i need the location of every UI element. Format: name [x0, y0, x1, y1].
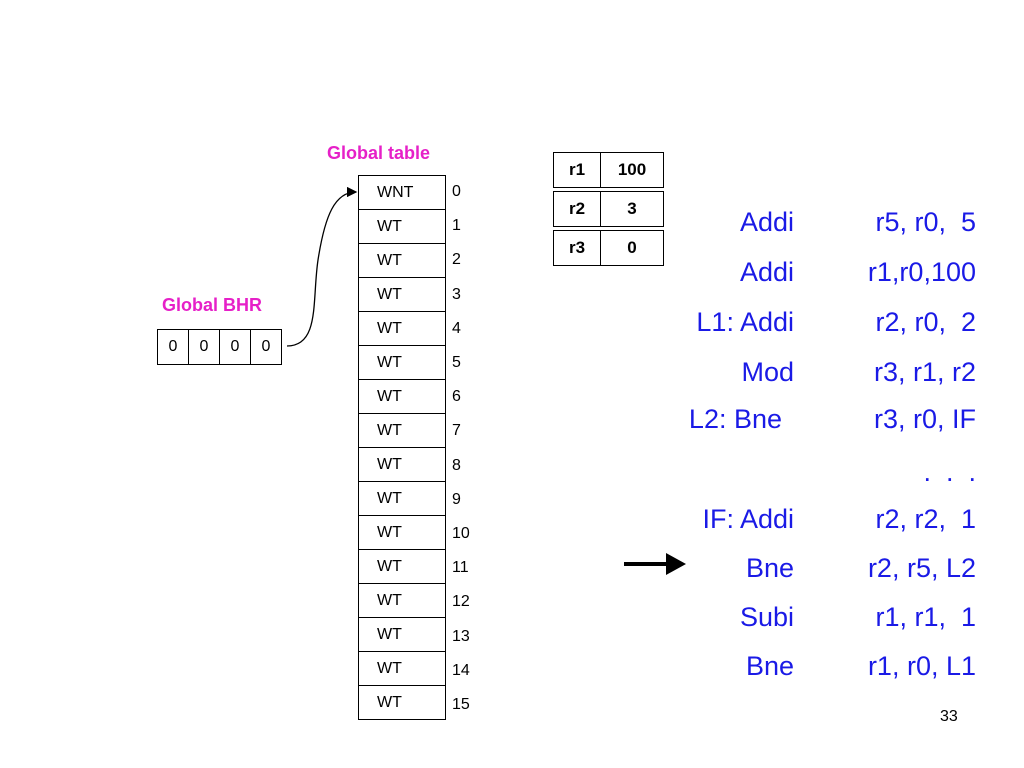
global-table-index: 1 — [452, 217, 461, 235]
register-value: 100 — [600, 152, 664, 188]
global-table-index: 8 — [452, 456, 461, 474]
global-bhr-title: Global BHR — [162, 295, 263, 315]
code-label-op: Subi — [739, 602, 794, 632]
global-table-index: 7 — [452, 422, 461, 440]
global-table-entry: WT — [359, 244, 445, 278]
current-instruction-arrow-icon — [624, 553, 686, 575]
global-table-entry: WT — [359, 516, 445, 550]
code-label-op: Bne — [745, 651, 794, 681]
global-table-entry: WT — [359, 448, 445, 482]
register-name: r3 — [553, 230, 601, 266]
global-table-index: 0 — [452, 183, 461, 200]
global-table-entry: WT — [359, 584, 445, 618]
global-table-entry: WT — [359, 346, 445, 380]
bhr-bit: 0 — [189, 330, 220, 364]
global-table-index: 5 — [452, 354, 461, 371]
code-operands: r5, r0, 5 — [875, 207, 976, 237]
code-label-op: Mod — [741, 357, 794, 387]
bhr-bit: 0 — [261, 338, 271, 355]
global-table-entry: WT — [359, 686, 445, 720]
global-table-index: 12 — [452, 593, 470, 611]
code-label-op: L1: Addi — [696, 307, 794, 337]
code-label-op: Bne — [745, 553, 794, 583]
code-operands: . . . — [923, 457, 976, 487]
global-table-entry: WT — [359, 278, 445, 312]
global-table-index: 4 — [452, 319, 461, 337]
global-table-title: Global table — [327, 143, 431, 163]
global-table-entry: WT — [359, 312, 445, 346]
global-table-index: 14 — [452, 661, 470, 679]
global-table-index: 3 — [452, 285, 461, 303]
global-table-entry: WNT — [359, 176, 445, 210]
global-table-index: 9 — [452, 490, 461, 508]
global-table-entry: WT — [359, 414, 445, 448]
page-number: 33 — [940, 708, 958, 725]
code-operands: r2, r0, 2 — [875, 307, 976, 337]
global-table-entry: WT — [359, 652, 445, 686]
global-table-index: 6 — [452, 388, 461, 406]
code-operands: r1, r0, L1 — [867, 651, 976, 681]
code-label-op: L2: Bne — [688, 404, 782, 434]
code-label-op: IF: Addi — [702, 504, 794, 534]
code-operands: r3, r1, r2 — [873, 357, 976, 387]
register-value: 3 — [600, 191, 664, 227]
global-table-entry: WT — [359, 550, 445, 584]
global-table-index: 15 — [452, 696, 470, 713]
code-operands: r2, r2, 1 — [875, 504, 976, 534]
code-operands: r1,r0,100 — [867, 257, 976, 287]
register-value: 0 — [600, 230, 664, 266]
code-label-op: Addi — [739, 257, 794, 287]
global-table-index: 13 — [452, 627, 470, 645]
code-operands: r3, r0, IF — [873, 404, 976, 434]
code-operands: r1, r1, 1 — [875, 602, 976, 632]
code-operands: r2, r5, L2 — [867, 553, 976, 583]
bhr-bit: 0 — [220, 330, 251, 364]
global-table-index: 2 — [452, 251, 461, 269]
global-table-index: 11 — [452, 559, 469, 577]
code-label-op: Addi — [739, 207, 794, 237]
register-name: r2 — [553, 191, 601, 227]
global-table-index: 10 — [452, 525, 470, 542]
bhr-bit: 0 — [158, 330, 189, 364]
global-table-entry: WT — [359, 618, 445, 652]
global-table-entry: WT — [359, 482, 445, 516]
register-name: r1 — [553, 152, 601, 188]
global-table-entry: WT — [359, 380, 445, 414]
global-table-entry: WT — [359, 210, 445, 244]
